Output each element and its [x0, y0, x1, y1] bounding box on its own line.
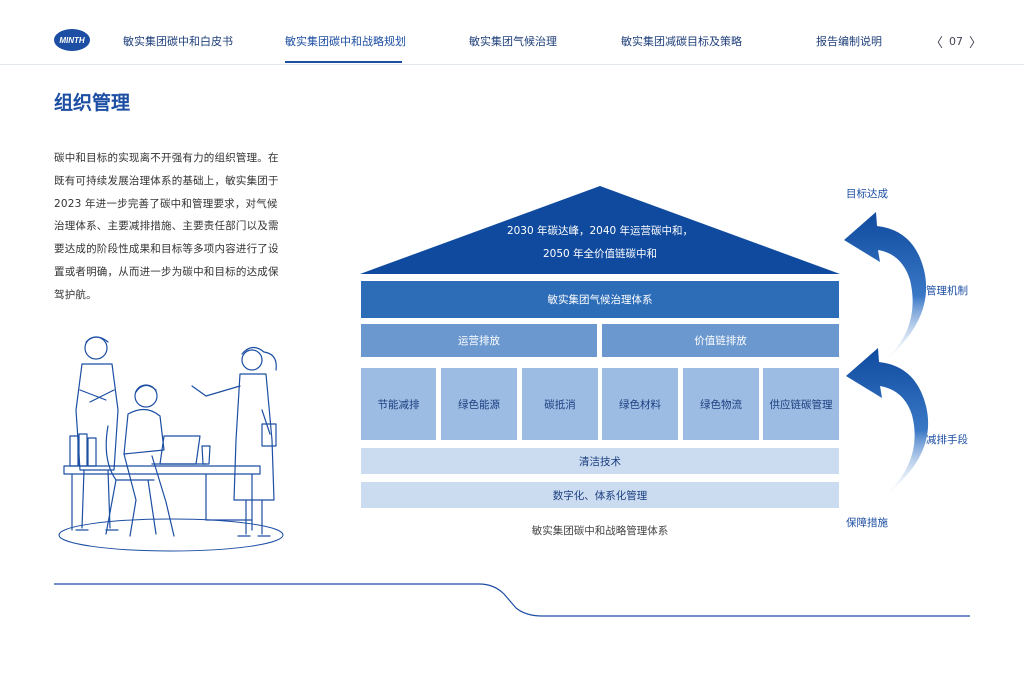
- pillar-energy-saving: 节能减排: [361, 368, 436, 440]
- nav-tab-whitepaper[interactable]: 敏实集团碳中和白皮书: [123, 35, 233, 48]
- roof-goal-triangle: [360, 186, 840, 274]
- diagram-caption: 敏实集团碳中和战略管理体系: [531, 525, 669, 537]
- page-pager: 〈 07 〉: [930, 32, 982, 51]
- nav-tab-strategy[interactable]: 敏实集团碳中和战略规划: [285, 35, 406, 48]
- page-number: 07: [949, 35, 964, 48]
- roof-goal-line2: 2050 年全价值链碳中和: [542, 248, 658, 260]
- svg-text:MINTH: MINTH: [59, 36, 85, 45]
- team-meeting-illustration: [58, 336, 284, 552]
- intro-paragraph: 碳中和目标的实现离不开强有力的组织管理。在既有可持续发展治理体系的基础上，敏实集…: [54, 152, 279, 301]
- scope-operational-emissions: 运营排放: [361, 324, 597, 357]
- pillar-supply-chain-carbon: 供应链碳管理: [763, 368, 839, 440]
- nav-tab-report-notes[interactable]: 报告编制说明: [816, 35, 882, 48]
- nav-tab-reduction-targets[interactable]: 敏实集团减碳目标及策略: [621, 35, 742, 48]
- decorative-bottom-line: [54, 583, 970, 617]
- climate-governance-system-bar: 敏实集团气候治理体系: [361, 281, 839, 318]
- label-goal-achieved: 目标达成: [846, 188, 888, 200]
- base-clean-technology: 清洁技术: [361, 448, 839, 474]
- chevron-right-icon[interactable]: 〉: [969, 36, 983, 51]
- pillar-green-logistics: 绿色物流: [683, 368, 759, 440]
- scope-value-chain-emissions: 价值链排放: [602, 324, 839, 357]
- label-guarantee-measures: 保障措施: [846, 517, 888, 529]
- upward-curved-arrows: [844, 212, 929, 498]
- pillar-green-materials: 绿色材料: [602, 368, 678, 440]
- nav-tab-climate-governance[interactable]: 敏实集团气候治理: [469, 35, 557, 48]
- label-management-mechanism: 管理机制: [926, 285, 968, 297]
- base-digital-management: 数字化、体系化管理: [361, 482, 839, 508]
- chevron-left-icon[interactable]: 〈: [930, 36, 944, 51]
- pillar-green-energy: 绿色能源: [441, 368, 517, 440]
- minth-logo[interactable]: MINTH: [53, 28, 91, 52]
- active-tab-indicator: [285, 61, 402, 63]
- page-title: 组织管理: [54, 92, 131, 114]
- label-reduction-means: 减排手段: [926, 434, 968, 446]
- top-navigation-bar: MINTH 敏实集团碳中和白皮书 敏实集团碳中和战略规划 敏实集团气候治理 敏实…: [0, 0, 1024, 65]
- pillar-carbon-offset: 碳抵消: [522, 368, 598, 440]
- roof-goal-line1: 2030 年碳达峰，2040 年运营碳中和，: [506, 225, 694, 237]
